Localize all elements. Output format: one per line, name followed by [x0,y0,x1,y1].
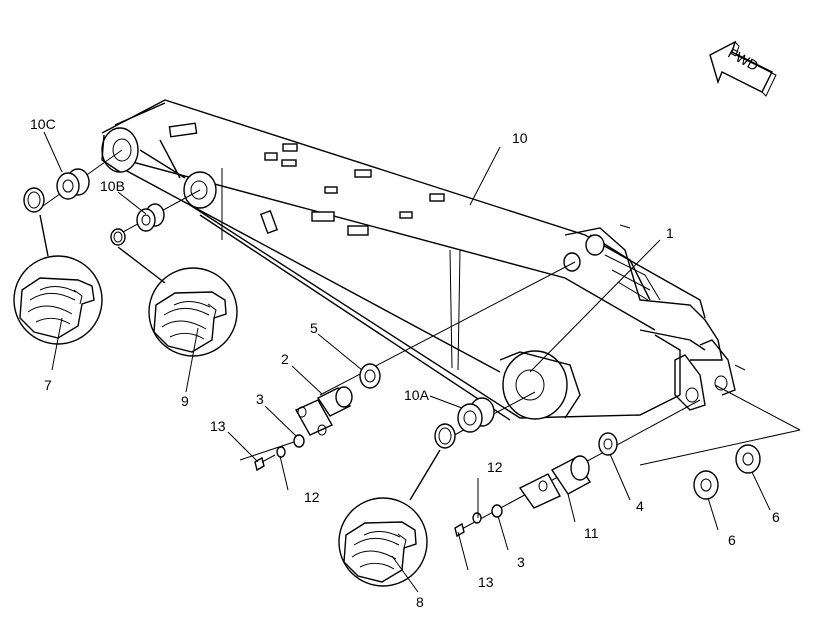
washer-5 [359,363,381,389]
pin-2 [295,386,353,436]
ring-7 [23,187,45,213]
callout-13-right: 13 [478,574,494,590]
washer-12-left [276,446,286,458]
callout-10b: 10B [100,178,125,194]
pin-11 [518,455,591,509]
callout-13-left: 13 [210,418,226,434]
callout-11: 11 [584,525,599,541]
callout-12-right: 12 [487,459,503,475]
detail-circle-8 [338,497,428,587]
detail-connectors [39,214,441,501]
callout-3-right: 3 [517,554,525,570]
bolt-13-right [454,522,465,538]
ring-8 [434,423,456,449]
callout-10c: 10C [30,116,56,132]
shim-6-right [735,444,761,474]
callout-5: 5 [310,320,318,336]
callout-labels: 1 2 3 3 4 5 6 6 7 8 9 10 10A 10B 10C 11 … [30,116,780,610]
ring-9 [110,228,126,246]
callout-6-right: 6 [772,509,780,525]
callout-4: 4 [636,498,644,514]
callout-10: 10 [512,130,528,146]
callout-12-left: 12 [304,489,320,505]
callout-2: 2 [281,351,289,367]
callout-1: 1 [666,225,674,241]
detail-circle-7 [13,255,103,345]
bushing-10a [457,397,495,433]
washer-3-right [491,504,503,518]
bolt-13-left [254,454,276,472]
bushing-10b [136,203,165,232]
callout-7: 7 [44,377,52,393]
bushing-10c [56,168,90,200]
callout-10a: 10A [404,387,430,403]
washer-12-right [472,512,482,524]
forward-arrow-icon: FWD [709,40,777,97]
washer-4 [598,432,618,456]
callout-9: 9 [181,393,189,409]
washer-3-left [293,434,305,448]
stick-body [101,99,746,421]
callout-6-left: 6 [728,532,736,548]
callout-8: 8 [416,594,424,610]
forward-arrow-label: FWD [726,45,762,74]
shim-6-left [693,470,719,500]
leader-lines [43,131,771,593]
callout-3-left: 3 [256,391,264,407]
